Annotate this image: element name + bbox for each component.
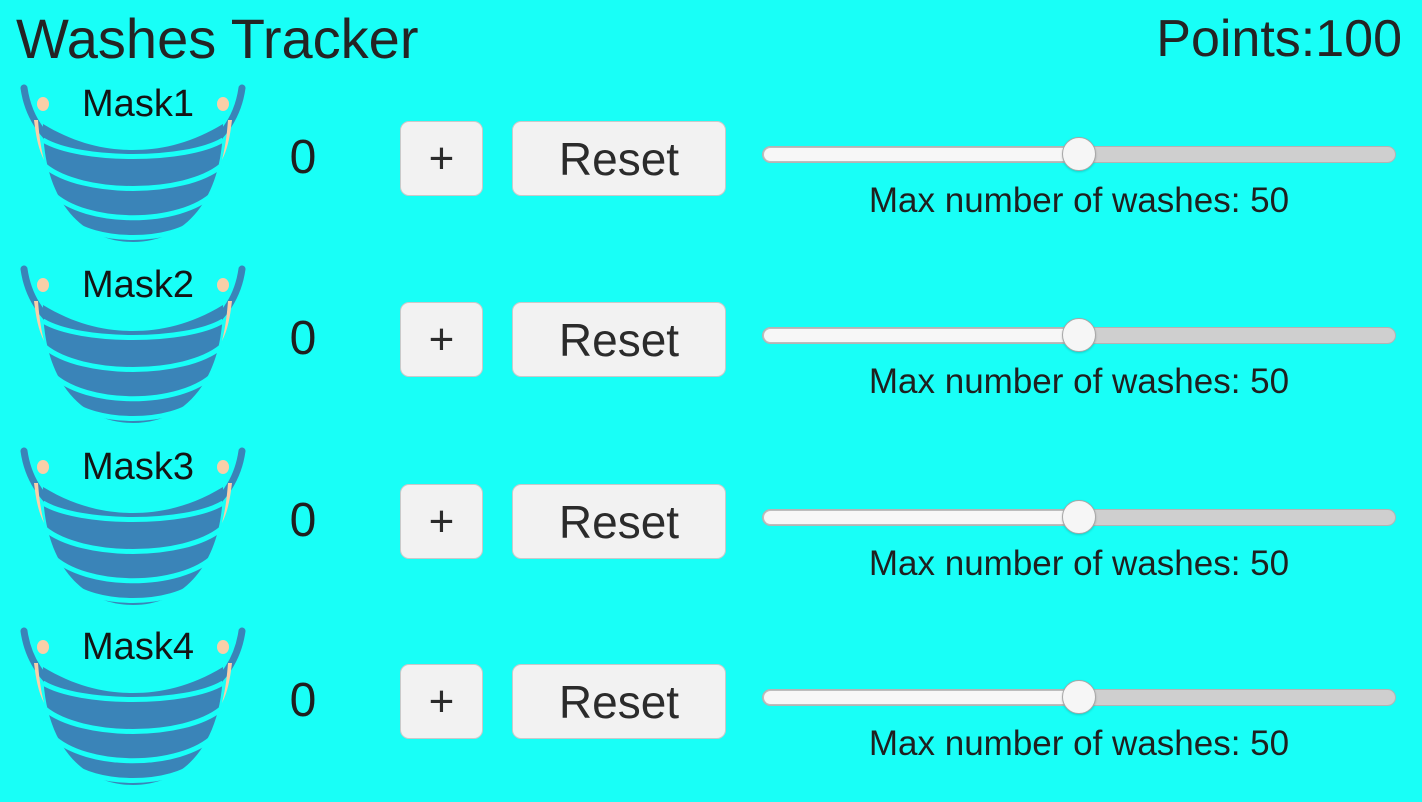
wash-count: 0 (289, 312, 317, 365)
slider-caption: Max number of washes: 50 (868, 362, 1290, 401)
slider-fill (763, 690, 1079, 705)
face-mask-icon (10, 78, 256, 244)
mask-label: Mask2 (82, 264, 194, 306)
max-washes-slider[interactable]: Max number of washes: 50 (760, 665, 1398, 785)
slider-thumb[interactable] (1062, 500, 1096, 534)
mask-row: Mask4 0 + Reset Max number of washes: 50 (0, 621, 1422, 802)
wash-count: 0 (289, 674, 317, 727)
app-header: Washes Tracker Points:100 (0, 0, 1422, 80)
slider-fill (763, 328, 1079, 343)
slider-thumb[interactable] (1062, 680, 1096, 714)
max-washes-slider[interactable]: Max number of washes: 50 (760, 303, 1398, 423)
mask-label: Mask1 (82, 83, 194, 125)
face-mask-icon (10, 441, 256, 607)
slider-thumb[interactable] (1062, 318, 1096, 352)
max-washes-slider[interactable]: Max number of washes: 50 (760, 122, 1398, 242)
reset-button[interactable]: Reset (512, 484, 726, 559)
increment-button[interactable]: + (400, 664, 483, 739)
mask-row: Mask2 0 + Reset Max number of washes: 50 (0, 259, 1422, 440)
slider-caption: Max number of washes: 50 (868, 181, 1290, 220)
slider-caption: Max number of washes: 50 (868, 544, 1290, 583)
increment-button[interactable]: + (400, 121, 483, 196)
wash-count: 0 (289, 494, 317, 547)
face-mask-icon (10, 259, 256, 425)
slider-fill (763, 510, 1079, 525)
page-title: Washes Tracker (16, 7, 419, 70)
increment-button[interactable]: + (400, 302, 483, 377)
mask-row: Mask1 0 + Reset Max number of washes: 50 (0, 78, 1422, 259)
reset-button[interactable]: Reset (512, 664, 726, 739)
slider-caption: Max number of washes: 50 (868, 724, 1290, 763)
reset-button[interactable]: Reset (512, 121, 726, 196)
max-washes-slider[interactable]: Max number of washes: 50 (760, 485, 1398, 605)
face-mask-icon (10, 621, 256, 787)
wash-count: 0 (289, 131, 317, 184)
mask-row: Mask3 0 + Reset Max number of washes: 50 (0, 441, 1422, 622)
increment-button[interactable]: + (400, 484, 483, 559)
mask-label: Mask3 (82, 446, 194, 488)
slider-thumb[interactable] (1062, 137, 1096, 171)
reset-button[interactable]: Reset (512, 302, 726, 377)
mask-label: Mask4 (82, 626, 194, 668)
points-display: Points:100 (1156, 10, 1402, 68)
slider-fill (763, 147, 1079, 162)
